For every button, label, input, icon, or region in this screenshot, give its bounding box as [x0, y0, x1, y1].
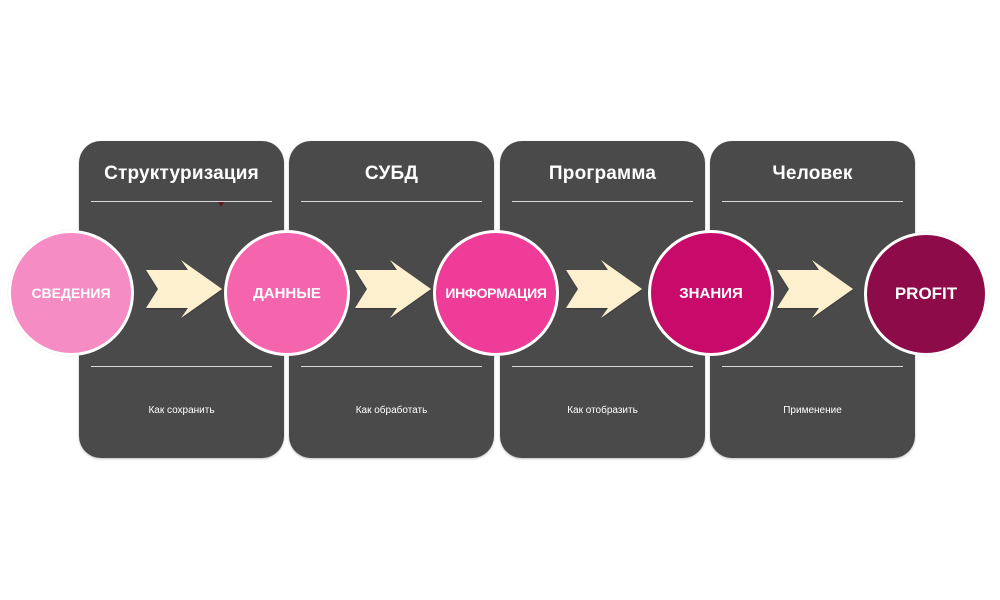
flow-arrow-icon: [355, 260, 431, 318]
node-svedeniya: СВЕДЕНИЯ: [8, 230, 134, 356]
panel-divider-top: [91, 201, 272, 202]
node-label: ИНФОРМАЦИЯ: [445, 285, 547, 301]
panel-title: Человек: [772, 163, 853, 184]
panel-divider-top: [512, 201, 693, 202]
panel-caption: Как сохранить: [148, 405, 215, 416]
small-marker-triangle: [218, 202, 224, 207]
node-label: ДАННЫЕ: [253, 284, 321, 302]
node-label: СВЕДЕНИЯ: [31, 285, 111, 301]
panel-caption: Применение: [783, 405, 842, 416]
flow-arrow-icon: [146, 260, 222, 318]
panel-title: Программа: [548, 163, 657, 184]
node-dannye: ДАННЫЕ: [224, 230, 350, 356]
panel-divider-top: [301, 201, 482, 202]
panel-caption: Как отобразить: [567, 405, 638, 416]
panel-divider-bottom: [301, 366, 482, 367]
flow-arrow-icon: [566, 260, 642, 318]
node-informaciya: ИНФОРМАЦИЯ: [433, 230, 559, 356]
node-profit: PROFIT: [864, 232, 988, 356]
node-znaniya: ЗНАНИЯ: [648, 230, 774, 356]
node-label: ЗНАНИЯ: [679, 284, 743, 302]
panel-caption: Как обработать: [355, 405, 428, 416]
node-label: PROFIT: [894, 284, 958, 303]
flow-arrow-icon: [777, 260, 853, 318]
panel-divider-top: [722, 201, 903, 202]
panel-divider-bottom: [512, 366, 693, 367]
panel-divider-bottom: [722, 366, 903, 367]
panel-title: СУБД: [364, 163, 419, 184]
panel-title: Структуризация: [104, 163, 259, 184]
panel-divider-bottom: [91, 366, 272, 367]
